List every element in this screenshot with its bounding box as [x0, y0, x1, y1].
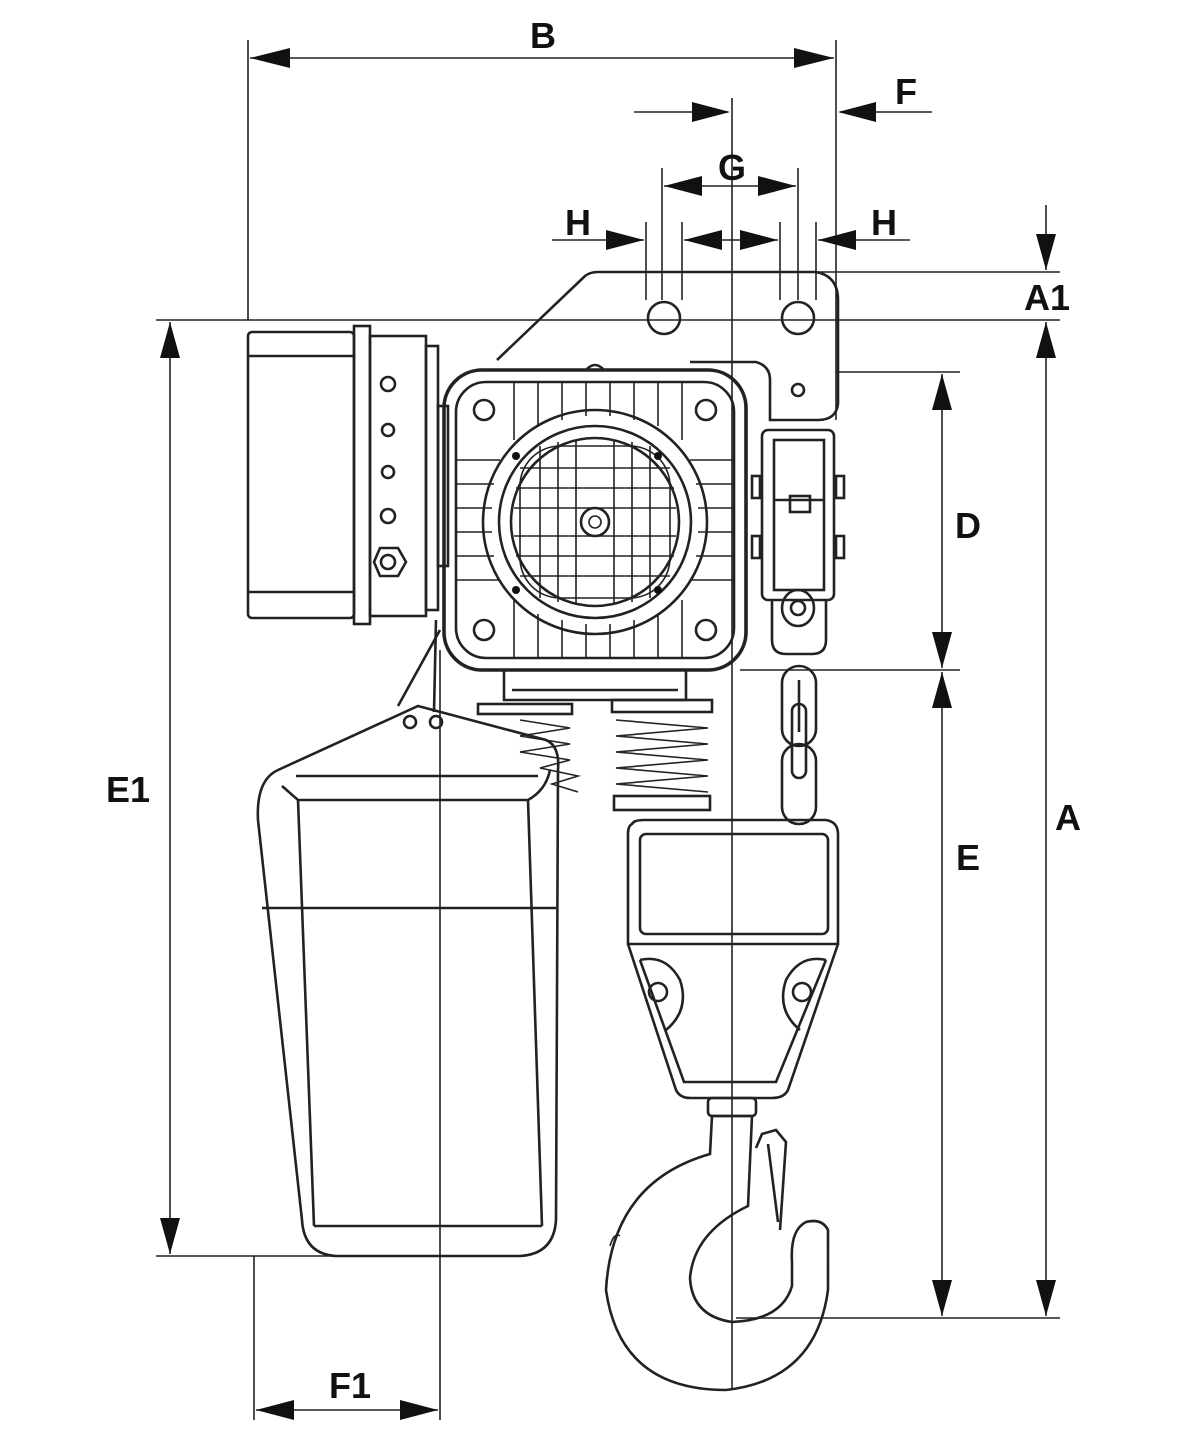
- control-box: [246, 324, 450, 626]
- dimension-arrowheads: [160, 48, 1056, 1420]
- label-a: A: [1055, 797, 1081, 838]
- hook-block: [626, 818, 840, 1118]
- label-a1: A1: [1024, 277, 1070, 318]
- suspension-bracket: [496, 270, 840, 422]
- label-f: F: [895, 71, 917, 112]
- label-e: E: [956, 837, 980, 878]
- label-b: B: [530, 15, 556, 56]
- label-d: D: [955, 505, 981, 546]
- chain-guide: [750, 428, 846, 656]
- motor-housing: [442, 363, 748, 672]
- label-g: G: [718, 147, 746, 188]
- label-h-right: H: [871, 202, 897, 243]
- buffer-springs: [476, 670, 714, 812]
- load-chain: [780, 664, 818, 826]
- label-e1: E1: [106, 769, 150, 810]
- chain-container: [256, 619, 560, 1258]
- dimension-labels: B F G H H A1 A D E E1 F1: [106, 15, 1081, 1406]
- label-f1: F1: [329, 1365, 371, 1406]
- lifting-hook: [604, 1114, 830, 1392]
- label-h-left: H: [565, 202, 591, 243]
